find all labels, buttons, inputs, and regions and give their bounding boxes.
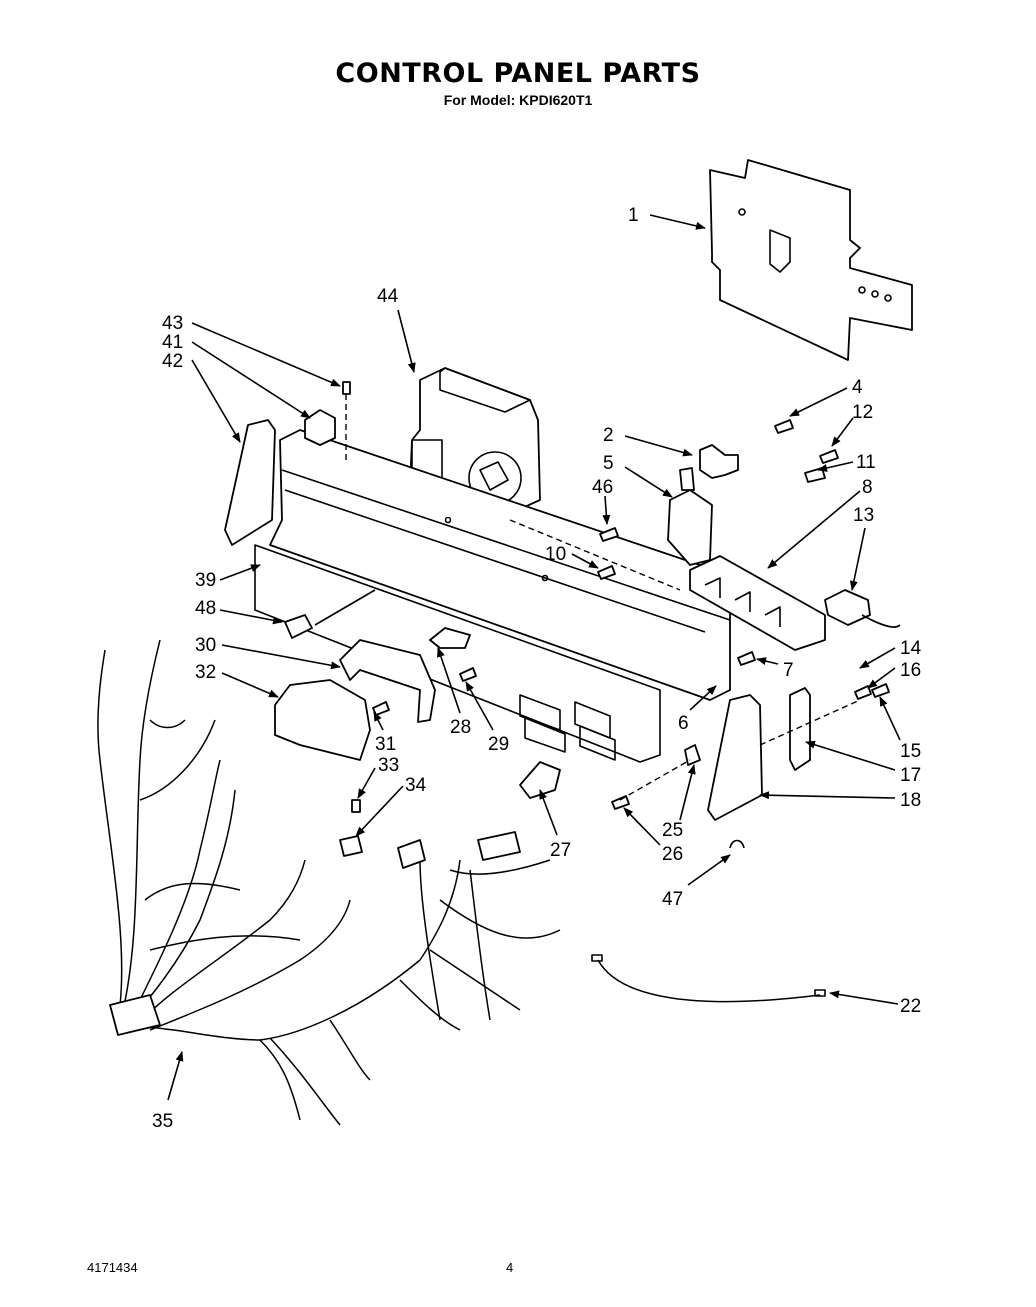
part-43-screw (342, 381, 351, 460)
part-48-knob (284, 614, 313, 639)
callout-46: 46 (592, 477, 613, 498)
callout-44: 44 (377, 286, 399, 307)
part-42-left-end-cap (224, 419, 276, 546)
callout-47: 47 (662, 889, 683, 910)
callout-26: 26 (662, 844, 683, 865)
part-18-right-end-cap (707, 694, 763, 821)
callout-14: 14 (900, 638, 922, 659)
panel-rail (254, 429, 731, 763)
page-title: CONTROL PANEL PARTS (335, 58, 701, 89)
callout-15: 15 (900, 741, 921, 762)
callout-28: 28 (450, 717, 471, 738)
callout-27: 27 (550, 840, 571, 861)
callout-39: 39 (195, 570, 216, 591)
callout-1: 1 (628, 205, 639, 226)
page-number: 4 (506, 1260, 514, 1275)
callout-48: 48 (195, 598, 216, 619)
callout-17: 17 (900, 765, 921, 786)
callout-11: 11 (856, 452, 876, 473)
callout-35: 35 (152, 1111, 173, 1132)
part-35-wiring-harness (97, 639, 561, 1126)
part-2-bracket (699, 444, 739, 479)
callout-4: 4 (852, 377, 863, 398)
part-5-latch (667, 467, 713, 566)
callout-42: 42 (162, 351, 183, 372)
callout-2: 2 (603, 425, 614, 446)
part-1-shield (709, 159, 913, 361)
callout-16: 16 (900, 660, 921, 681)
callout-leaders (167, 214, 901, 1101)
callout-6: 6 (678, 713, 689, 734)
part-41-bracket (304, 409, 336, 446)
part-32-display-lens (274, 679, 371, 761)
callout-32: 32 (195, 662, 216, 683)
callout-numbers: 1 2 4 12 11 5 46 8 13 10 44 43 41 42 39 … (152, 205, 922, 1132)
callout-18: 18 (900, 790, 921, 811)
callout-34: 34 (405, 775, 427, 796)
callout-33: 33 (378, 755, 399, 776)
callout-12: 12 (852, 402, 873, 423)
callout-29: 29 (488, 734, 509, 755)
callout-31: 31 (375, 734, 396, 755)
callout-43: 43 (162, 313, 183, 334)
document-number: 4171434 (87, 1260, 138, 1275)
part-25-clip (684, 744, 701, 766)
part-13-switch (824, 589, 901, 628)
callout-8: 8 (862, 477, 873, 498)
callout-30: 30 (195, 635, 216, 656)
model-subtitle: For Model: KPDI620T1 (443, 92, 593, 108)
part-47-clip (729, 839, 745, 849)
part-27-block (519, 761, 561, 799)
callout-10: 10 (545, 544, 566, 565)
part-8-connector-block (689, 555, 826, 651)
part-17-bracket (789, 687, 811, 771)
callout-13: 13 (853, 505, 874, 526)
part-22-cable (591, 954, 826, 1003)
part-30-bracket (339, 639, 436, 723)
callout-41: 41 (162, 332, 183, 353)
callout-7: 7 (783, 660, 794, 681)
callout-5: 5 (603, 453, 614, 474)
callout-22: 22 (900, 996, 921, 1017)
callout-25: 25 (662, 820, 683, 841)
part-28-clip (429, 627, 471, 649)
